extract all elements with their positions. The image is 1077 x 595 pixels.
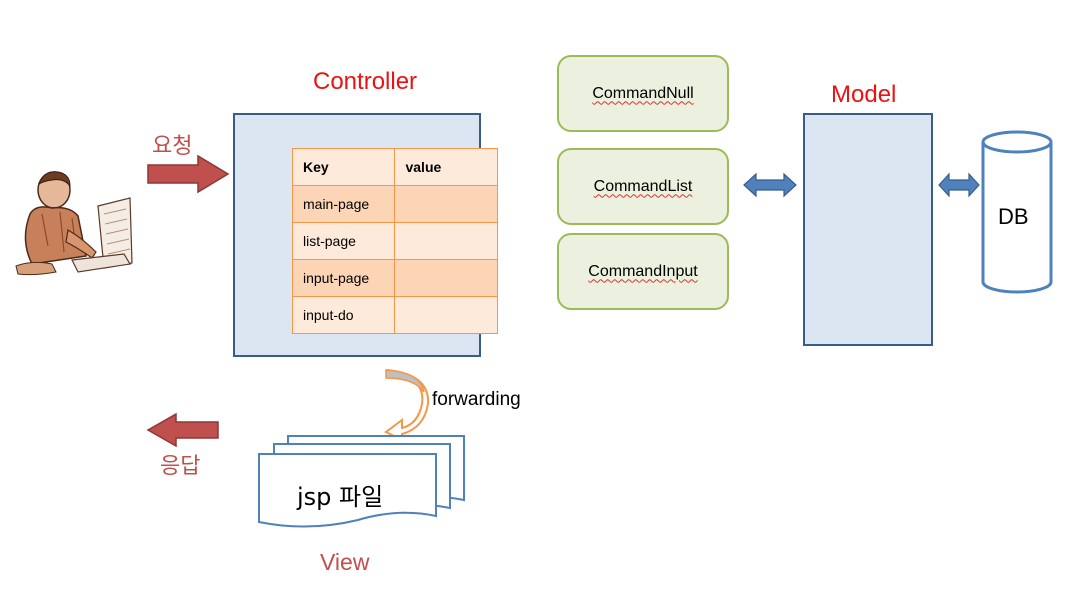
command-model-double-arrow-icon: [743, 172, 797, 198]
request-label: 요청: [152, 134, 193, 159]
row-key: list-page: [291, 222, 396, 260]
db-label: DB: [998, 204, 1029, 229]
jsp-documents-icon: [258, 435, 465, 528]
response-arrow-icon: [146, 412, 219, 448]
row-value: [394, 185, 498, 223]
user-at-computer-icon: [15, 171, 133, 276]
model-title: Model: [831, 81, 897, 108]
row-key: main-page: [291, 185, 396, 223]
model-db-double-arrow-icon: [938, 172, 980, 198]
table-row: input-do: [291, 296, 498, 334]
response-label: 응답: [160, 454, 201, 479]
table-row: main-page: [291, 185, 498, 223]
command-list-box: CommandList: [557, 148, 729, 225]
row-value: [394, 296, 498, 334]
jsp-file-label: jsp 파일: [297, 483, 384, 511]
header-value: value: [394, 148, 498, 186]
row-value: [394, 222, 498, 260]
command-input-box: CommandInput: [557, 233, 729, 310]
command-null-box: CommandNull: [557, 55, 729, 132]
row-key: input-do: [291, 296, 396, 334]
table-header-row: Key value: [291, 148, 498, 186]
command-list-label: CommandList: [593, 177, 693, 195]
command-null-label: CommandNull: [592, 84, 694, 102]
view-title: View: [320, 549, 370, 575]
controller-title: Controller: [313, 68, 418, 95]
command-input-label: CommandInput: [588, 262, 698, 280]
table-row: list-page: [291, 222, 498, 260]
header-key: Key: [291, 148, 396, 186]
table-row: input-page: [291, 259, 498, 297]
forwarding-label: forwarding: [432, 389, 521, 410]
command-map-table: Key value main-page list-page input-page…: [291, 148, 498, 334]
database-icon: [981, 130, 1053, 294]
row-value: [394, 259, 498, 297]
row-key: input-page: [291, 259, 396, 297]
request-arrow-icon: [147, 154, 230, 194]
model-box: [803, 113, 933, 346]
forwarding-arrow-icon: [384, 369, 430, 442]
